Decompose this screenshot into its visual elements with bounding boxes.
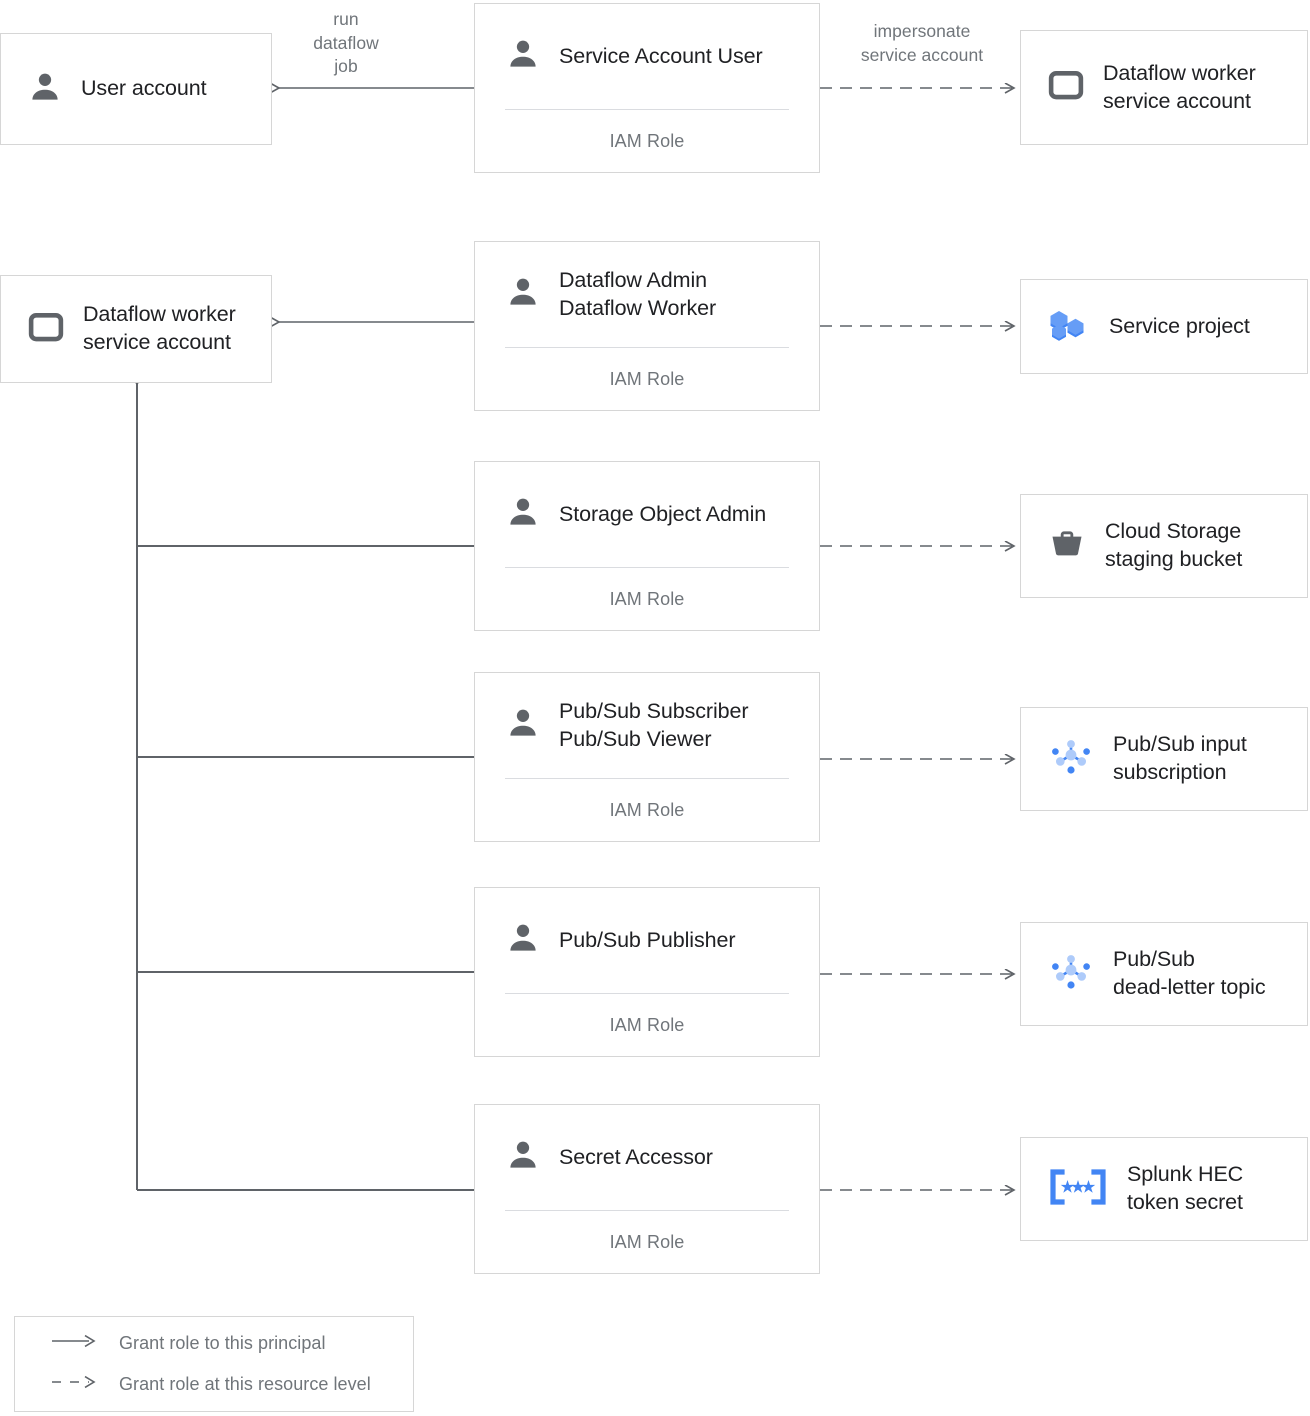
card-pubsub-subscriber-viewer-role: Pub/Sub Subscriber Pub/Sub Viewer	[559, 698, 749, 751]
legend: Grant role to this principal Grant role …	[14, 1316, 414, 1412]
person-icon	[505, 36, 541, 77]
node-splunk-hec-token-secret[interactable]: Splunk HEC token secret	[1020, 1137, 1308, 1241]
card-storage-object-admin-role: Storage Object Admin	[559, 501, 767, 526]
secret-manager-icon	[1047, 1165, 1109, 1214]
card-divider	[505, 347, 789, 348]
card-pubsub-publisher[interactable]: Pub/Sub Publisher IAM Role	[474, 887, 820, 1057]
node-dataflow-worker-service-account[interactable]: Dataflow worker service account	[0, 275, 272, 383]
node-dataflow-worker-service-account-resource-label: Dataflow worker service account	[1103, 60, 1256, 113]
node-service-project-label: Service project	[1109, 313, 1250, 338]
card-service-account-user-role: Service Account User	[559, 43, 763, 68]
card-secret-accessor[interactable]: Secret Accessor IAM Role	[474, 1104, 820, 1274]
legend-item-grant-role-to-principal-label: Grant role to this principal	[119, 1333, 326, 1353]
card-dataflow-admin-worker[interactable]: Dataflow Admin Dataflow Worker IAM Role	[474, 241, 820, 411]
node-user-account[interactable]: User account	[0, 33, 272, 145]
node-dataflow-worker-service-account-label: Dataflow worker service account	[83, 302, 236, 354]
card-storage-object-admin-footer: IAM Role	[609, 588, 685, 609]
node-user-account-label: User account	[81, 76, 207, 101]
card-dataflow-admin-worker-role: Dataflow Admin Dataflow Worker	[559, 267, 717, 320]
card-storage-object-admin[interactable]: Storage Object Admin IAM Role	[474, 461, 820, 631]
legend-item-grant-role-at-resource-level-label: Grant role at this resource level	[119, 1374, 371, 1394]
person-icon	[27, 69, 63, 110]
node-pubsub-dead-letter-topic[interactable]: Pub/Sub dead-letter topic	[1020, 922, 1308, 1026]
dashed-arrow-icon	[51, 1375, 97, 1394]
person-icon	[505, 705, 541, 746]
card-pubsub-publisher-role: Pub/Sub Publisher	[559, 927, 736, 952]
card-secret-accessor-footer: IAM Role	[609, 1231, 685, 1252]
pubsub-icon	[1047, 733, 1095, 786]
node-splunk-hec-token-secret-label: Splunk HEC token secret	[1127, 1162, 1244, 1214]
card-dataflow-admin-worker-footer: IAM Role	[609, 368, 685, 389]
card-pubsub-subscriber-viewer-footer: IAM Role	[609, 799, 685, 820]
person-icon	[505, 1137, 541, 1178]
service-account-icon	[1047, 66, 1085, 109]
person-icon	[505, 920, 541, 961]
cloud-storage-bucket-icon	[1047, 524, 1087, 569]
person-icon	[505, 274, 541, 315]
pubsub-icon	[1047, 948, 1095, 1001]
project-hexagons-icon	[1047, 302, 1091, 351]
card-service-account-user[interactable]: Service Account User IAM Role	[474, 3, 820, 173]
card-secret-accessor-role: Secret Accessor	[559, 1144, 713, 1169]
node-cloud-storage-staging-bucket[interactable]: Cloud Storage staging bucket	[1020, 494, 1308, 598]
service-account-icon	[27, 308, 65, 351]
solid-arrow-icon	[51, 1334, 97, 1353]
edge-label-impersonate-service-account: impersonate service account	[860, 21, 984, 65]
legend-item-grant-role-to-principal: Grant role to this principal	[51, 1333, 413, 1354]
node-service-project[interactable]: Service project	[1020, 279, 1308, 374]
legend-item-grant-role-at-resource-level: Grant role at this resource level	[51, 1374, 413, 1395]
node-pubsub-input-subscription-label: Pub/Sub input subscription	[1113, 732, 1247, 784]
card-divider	[505, 567, 789, 568]
node-cloud-storage-staging-bucket-label: Cloud Storage staging bucket	[1105, 519, 1243, 571]
card-pubsub-publisher-footer: IAM Role	[609, 1014, 685, 1035]
node-pubsub-input-subscription[interactable]: Pub/Sub input subscription	[1020, 707, 1308, 811]
card-divider	[505, 1210, 789, 1211]
person-icon	[505, 494, 541, 535]
card-divider	[505, 993, 789, 994]
node-dataflow-worker-service-account-resource[interactable]: Dataflow worker service account	[1020, 30, 1308, 145]
card-service-account-user-footer: IAM Role	[609, 130, 685, 151]
card-divider	[505, 778, 789, 779]
node-pubsub-dead-letter-topic-label: Pub/Sub dead-letter topic	[1113, 947, 1266, 999]
card-pubsub-subscriber-viewer[interactable]: Pub/Sub Subscriber Pub/Sub Viewer IAM Ro…	[474, 672, 820, 842]
edge-label-run-dataflow-job: run dataflow job	[313, 9, 379, 77]
card-divider	[505, 109, 789, 110]
